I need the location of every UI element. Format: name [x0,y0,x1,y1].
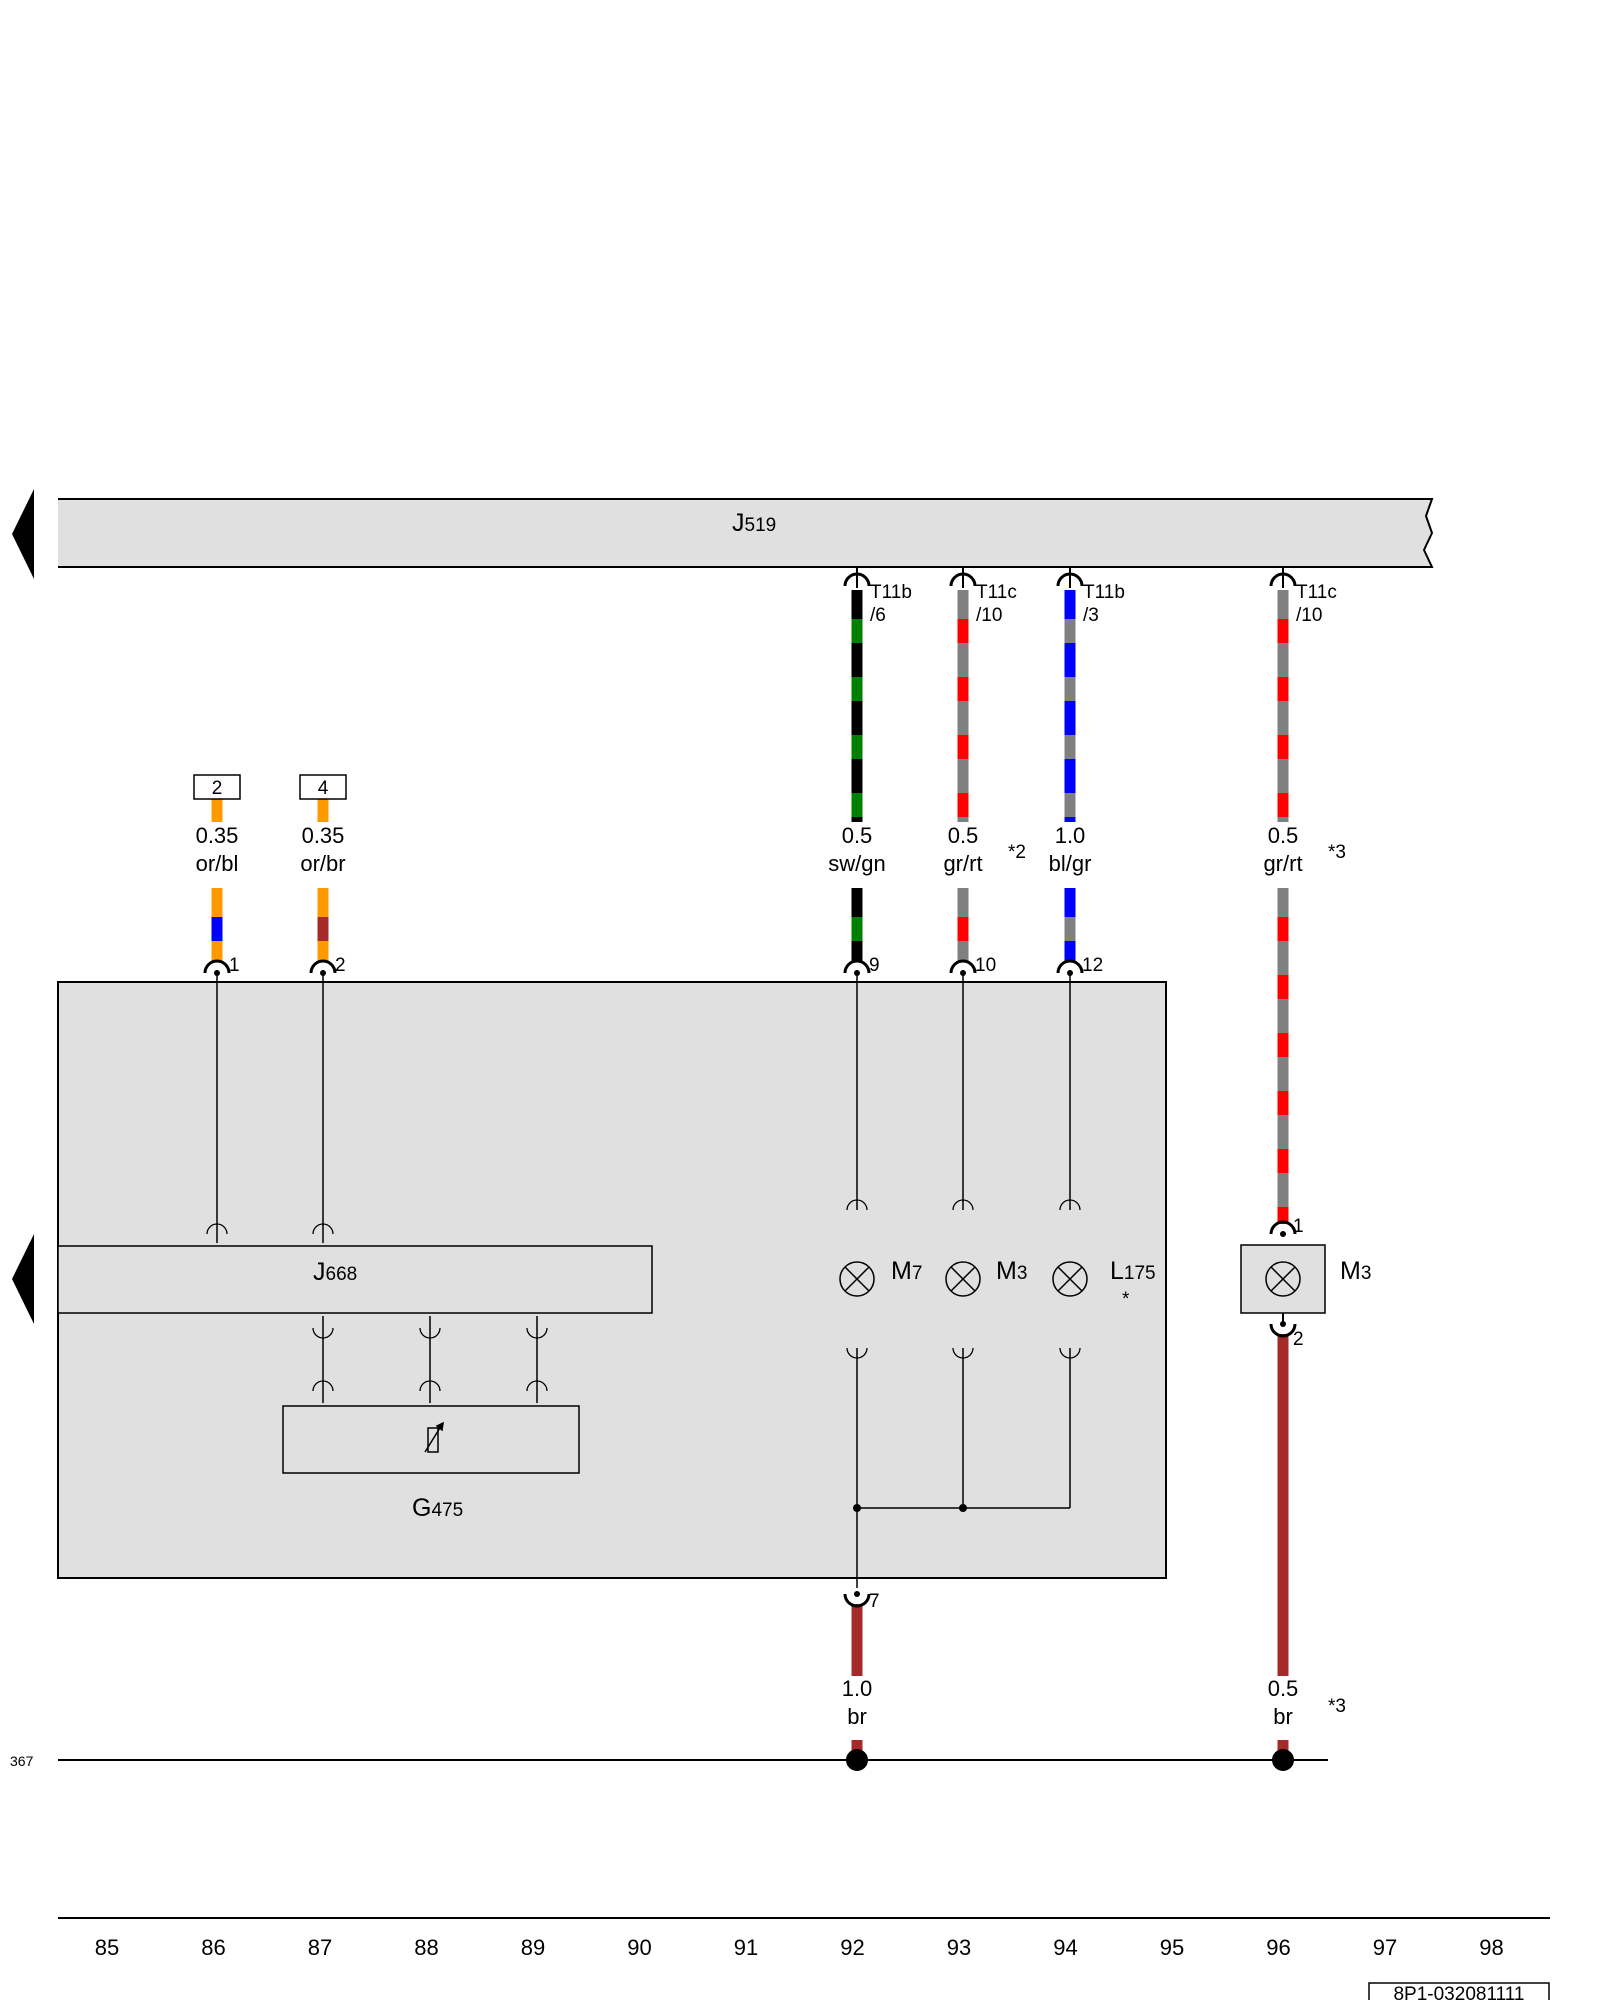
connector-t11b-3-pin: /3 [1083,605,1099,626]
doc-code: 8P1-032081111 [1393,1984,1524,2000]
wire-color-label: or/bl [196,851,239,876]
reference-box-2 [193,774,241,800]
track-number: 89 [521,1935,545,1960]
track-number: 90 [627,1935,651,1960]
wire-color-label: or/br [300,851,345,876]
lamp-m7-label: M7 [891,1257,922,1285]
wire-note: *3 [1328,842,1346,863]
wire-note: *3 [1328,1696,1346,1717]
lamp-m3-icon [945,1261,981,1297]
j519-label: J519 [732,509,776,537]
ground-junction-dot [846,1749,868,1771]
wire-size-label: 0.35 [302,823,345,848]
reference-box-2-label: 2 [212,778,223,799]
doc-code-box [1368,1982,1550,2000]
wire-size-label: 0.5 [1268,1676,1299,1701]
ground-reference: 367 [10,1753,34,1769]
connector-t11b-6-name: T11b [870,582,912,603]
pin-number: 12 [1082,955,1103,976]
internal-wires [216,970,1071,1588]
variable-resistor-icon [424,1421,444,1453]
track-number: 87 [308,1935,332,1960]
g475-box [282,1405,580,1474]
j519-component-bar [58,498,1434,568]
track-numbers: 85 86 87 88 89 90 91 92 93 94 95 96 97 98 [95,1935,1504,1960]
wire-color-label: gr/rt [1263,851,1302,876]
connector-symbols [203,572,1297,1608]
wire-size-label: 0.35 [196,823,239,848]
wire-color-label: gr/rt [943,851,982,876]
reference-box-4 [299,774,347,800]
continuation-arrow-top [12,489,34,579]
pin-number: 9 [869,955,880,976]
connector-t11c-10-name: T11c [976,582,1017,603]
connector-t11b-6-pin: /6 [870,605,886,626]
wire-note: *2 [1008,842,1026,863]
wire-color-label: br [1273,1704,1293,1729]
track-number: 98 [1479,1935,1503,1960]
wire-size-label: 0.5 [948,823,979,848]
wire-size-label: 0.5 [1268,823,1299,848]
internal-contacts [206,1199,1081,1392]
track-number: 95 [1160,1935,1184,1960]
m3-pin-bottom: 2 [1293,1329,1304,1350]
wire-color-label: sw/gn [828,851,885,876]
wire-size-label: 1.0 [1055,823,1086,848]
lamp-m3-label: M3 [996,1257,1027,1285]
lamp-m3-separate-icon [1265,1261,1301,1297]
lamp-m7-icon [839,1261,875,1297]
junction-dot [959,1504,967,1512]
m3-separate-label: M3 [1340,1257,1371,1285]
j668-box [57,1245,653,1314]
connector-t11b-3-name: T11b [1083,582,1125,603]
track-number: 85 [95,1935,119,1960]
ground-junction-dot [1272,1749,1294,1771]
track-number: 92 [840,1935,864,1960]
track-number: 94 [1053,1935,1077,1960]
j668-label: J668 [313,1258,357,1286]
g475-label: G475 [412,1494,463,1522]
lamp-l175-icon [1052,1261,1088,1297]
wire-size-label: 0.5 [842,823,873,848]
pin-number: 1 [229,955,240,976]
continuation-arrow-middle [12,1234,34,1324]
track-number: 86 [201,1935,225,1960]
lamp-l175-label: L175 [1110,1257,1156,1285]
connector-t11c-10-b-pin: /10 [1296,605,1322,626]
connector-t11c-10-pin: /10 [976,605,1002,626]
track-number: 91 [734,1935,758,1960]
connector-pin-dots [214,970,1286,1597]
track-number: 97 [1373,1935,1397,1960]
wire-size-label: 1.0 [842,1676,873,1701]
lamp-l175-note: * [1122,1289,1130,1310]
track-number: 88 [414,1935,438,1960]
track-number: 93 [947,1935,971,1960]
pin-number: 7 [869,1591,880,1612]
wire-color-label: bl/gr [1049,851,1092,876]
wire-color-label: br [847,1704,867,1729]
connector-t11c-10-b-name: T11c [1296,582,1337,603]
track-number: 96 [1266,1935,1290,1960]
pin-number: 10 [975,955,996,976]
m3-pin-top: 1 [1293,1216,1304,1237]
connector-stems [856,567,1284,1326]
reference-box-4-label: 4 [318,778,329,799]
pin-number: 2 [335,955,346,976]
junction-dot [853,1504,861,1512]
